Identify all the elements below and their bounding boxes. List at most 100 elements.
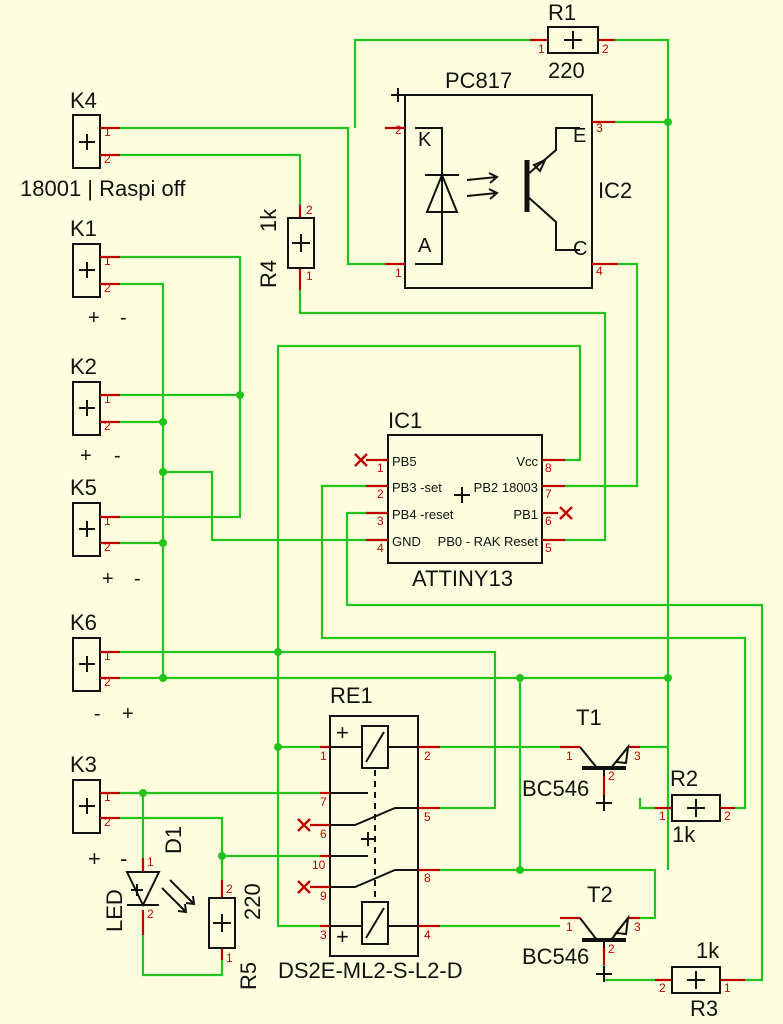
- wire: [345, 511, 764, 982]
- pin-number: 1: [377, 461, 384, 475]
- resistor-r1[interactable]: R1 220 1 2: [530, 0, 615, 83]
- wire: [298, 290, 607, 542]
- pin-number: 10: [312, 858, 326, 872]
- pin-name: PB1: [513, 507, 538, 522]
- k5-plus: +: [102, 568, 114, 590]
- wire: [120, 153, 302, 205]
- pin-name: PB3 -set: [392, 480, 442, 495]
- pin-name: PB0 - RAK Reset: [438, 534, 539, 549]
- optocoupler-ic2[interactable]: PC817 IC2 K A E C 2 1 3 4: [385, 68, 632, 289]
- connector-k4[interactable]: K4 18001 | Raspi off 1 2: [20, 88, 186, 201]
- pin-number: 2: [659, 981, 666, 995]
- r4-ref: R4: [256, 260, 281, 288]
- wire: [440, 678, 522, 872]
- wire: [141, 935, 224, 977]
- junction-dot: [236, 391, 244, 399]
- transistor-t2[interactable]: T2 BC546 1 2 3: [522, 882, 641, 982]
- resistor-r3[interactable]: 1k R3 2 1: [655, 938, 745, 1021]
- r2-value: 1k: [672, 822, 696, 847]
- pin-number: 8: [545, 461, 552, 475]
- resistor-r5[interactable]: 220 R5 2 1: [208, 880, 265, 990]
- junction-dot: [159, 418, 167, 426]
- pin-number: 3: [377, 514, 384, 528]
- k1-minus: -: [120, 307, 127, 329]
- junction-dot: [159, 674, 167, 682]
- connector-k2[interactable]: K2 + - 1 2: [70, 354, 121, 467]
- k6-minus: -: [94, 703, 101, 725]
- connector-k3[interactable]: K3 1 2: [70, 752, 120, 834]
- relay-re1[interactable]: + + RE1 DS2E-ML2-S-L2-D 1 7 6 10 9 3 2 5…: [278, 683, 463, 983]
- wire: [120, 255, 242, 519]
- t1-part: BC546: [522, 776, 589, 801]
- junction-dot: [664, 118, 672, 126]
- pin-name: GND: [392, 534, 421, 549]
- k5-minus: -: [134, 568, 141, 590]
- junction-dot: [218, 852, 226, 860]
- r4-value: 1k: [256, 208, 281, 232]
- pin-number: 1: [724, 981, 731, 995]
- transistor-t1[interactable]: T1 BC546 1 2 3: [522, 705, 641, 811]
- wire: [638, 798, 655, 810]
- k3-ref: K3: [70, 752, 97, 777]
- resistor-r4[interactable]: 1k R4 2 1: [256, 203, 315, 290]
- k5-ref: K5: [70, 475, 97, 500]
- pin-number: 1: [104, 649, 111, 663]
- pin-name: Vcc: [516, 454, 538, 469]
- ic2-ref: IC2: [598, 178, 632, 203]
- pin-number: 3: [320, 928, 327, 942]
- led-plus: +: [88, 846, 101, 871]
- pin-number: 9: [320, 889, 327, 903]
- led-d1[interactable]: + - D1 LED 1 2: [88, 826, 196, 935]
- pin-number: 1: [104, 125, 111, 139]
- ic2-part: PC817: [445, 68, 512, 93]
- pin-number: 6: [320, 827, 327, 841]
- k4-caption: 18001 | Raspi off: [20, 176, 186, 201]
- ic1-part: ATTINY13: [412, 566, 513, 591]
- connector-k6[interactable]: K6 - + 1 2: [70, 610, 134, 725]
- mcu-ic1[interactable]: IC1 ATTINY13 PB5 PB3 -set PB4 -reset GND…: [354, 408, 573, 591]
- wire: [565, 262, 639, 488]
- junction-layer: [139, 118, 672, 874]
- pin-number: 4: [596, 264, 603, 278]
- wire: [602, 965, 655, 982]
- pin-number: 1: [659, 809, 666, 823]
- k1-ref: K1: [70, 216, 97, 241]
- pin-number: 1: [104, 392, 111, 406]
- pin-number: 2: [104, 675, 111, 689]
- coil-plus: +: [336, 720, 349, 745]
- junction-dot: [274, 648, 282, 656]
- junction-dot: [274, 743, 282, 751]
- re1-ref: RE1: [330, 683, 373, 708]
- pin-number: 1: [395, 266, 402, 280]
- junction-dot: [159, 468, 167, 476]
- pin-number: 2: [226, 882, 233, 896]
- pin-number: 2: [104, 540, 111, 554]
- wire: [320, 484, 747, 810]
- pin-number: 1: [306, 269, 313, 283]
- pin-number: 7: [320, 795, 327, 809]
- pin-number: 2: [104, 281, 111, 295]
- ic1-ref: IC1: [388, 408, 422, 433]
- pin-label-a: A: [418, 235, 432, 257]
- k1-plus: +: [88, 307, 100, 329]
- pin-number: 1: [104, 254, 111, 268]
- pin-label-c: C: [573, 238, 587, 260]
- pin-number: 5: [545, 541, 552, 555]
- pin-number: 2: [602, 42, 609, 56]
- connector-k1[interactable]: K1 + - 1 2: [70, 216, 127, 329]
- k6-plus: +: [122, 703, 134, 725]
- r2-ref: R2: [670, 766, 698, 791]
- pin-number: 4: [424, 928, 431, 942]
- pin-number: 6: [545, 514, 552, 528]
- pin-number: 2: [395, 123, 402, 137]
- wire: [520, 868, 657, 920]
- pin-number: 1: [538, 42, 545, 56]
- connector-k5[interactable]: K5 + - 1 2: [70, 475, 141, 590]
- wire: [120, 282, 165, 678]
- pin-number: 3: [634, 749, 641, 763]
- resistor-r2[interactable]: R2 1k 1 2: [655, 766, 735, 847]
- k2-minus: -: [114, 445, 121, 467]
- pin-number: 2: [377, 487, 384, 501]
- pin-number: 1: [566, 920, 573, 934]
- pin-number: 8: [424, 871, 431, 885]
